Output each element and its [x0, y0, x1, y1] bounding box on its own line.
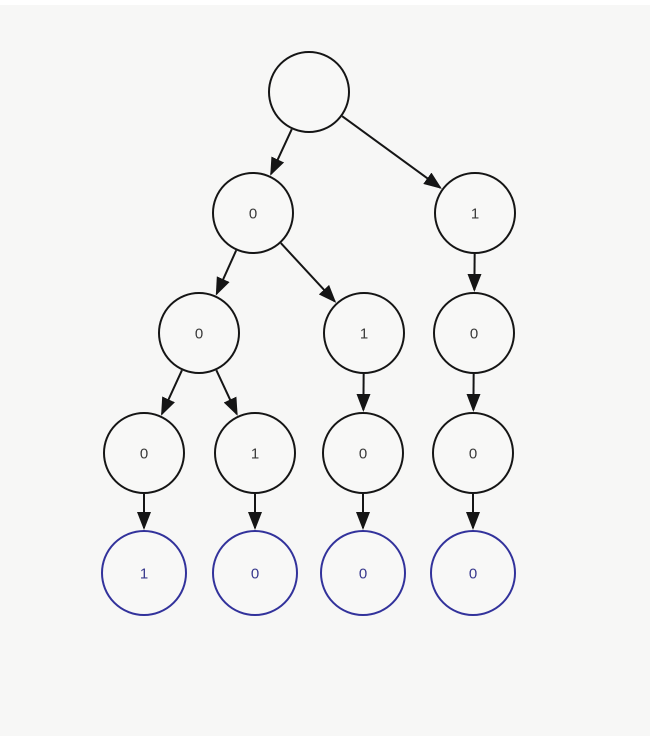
tree-node-root: [268, 51, 350, 133]
tree-node-n00: 0: [158, 292, 240, 374]
tree-node-n001: 1: [214, 412, 296, 494]
node-circle: [212, 172, 294, 254]
node-circle: [434, 172, 516, 254]
node-label: 0: [470, 325, 478, 342]
nodes-layer: 0 1 0 1 0 0 1 0 0 1 0 0 0: [101, 51, 516, 616]
node-label: 1: [471, 205, 479, 222]
node-label: 1: [360, 325, 368, 342]
node-circle: [158, 292, 240, 374]
node-label: 0: [359, 565, 367, 582]
tree-node-n010: 0: [322, 412, 404, 494]
leaf-node-circle: [430, 530, 516, 616]
tree-edge-root-n0: [270, 128, 293, 176]
tree-node-leaf3: 0: [320, 530, 406, 616]
node-circle: [322, 412, 404, 494]
node-circle: [432, 412, 514, 494]
node-label: 0: [195, 325, 203, 342]
tree-node-n0: 0: [212, 172, 294, 254]
node-label: 0: [469, 565, 477, 582]
tree-edge-n00-n001: [215, 369, 238, 416]
tree-node-n1: 1: [434, 172, 516, 254]
tree-node-n100: 0: [432, 412, 514, 494]
tree-edge-root-n1: [341, 115, 442, 189]
leaf-node-circle: [320, 530, 406, 616]
tree-node-n01: 1: [323, 292, 405, 374]
node-label: 0: [359, 445, 367, 462]
node-label: 1: [140, 565, 148, 582]
node-circle: [103, 412, 185, 494]
leaf-node-circle: [101, 530, 187, 616]
tree-node-leaf2: 0: [212, 530, 298, 616]
node-label: 0: [251, 565, 259, 582]
tree-node-n10: 0: [433, 292, 515, 374]
tree-edge-n00-n000: [161, 369, 183, 416]
edges-layer: [137, 115, 482, 530]
node-circle: [433, 292, 515, 374]
node-circle: [268, 51, 350, 133]
tree-node-n000: 0: [103, 412, 185, 494]
leaf-node-circle: [212, 530, 298, 616]
node-circle: [323, 292, 405, 374]
tree-edge-n0-n00: [215, 249, 238, 296]
node-label: 0: [140, 445, 148, 462]
node-circle: [214, 412, 296, 494]
node-label: 0: [469, 445, 477, 462]
tree-edge-n0-n01: [280, 242, 337, 303]
tree-node-leaf4: 0: [430, 530, 516, 616]
node-label: 0: [249, 205, 257, 222]
tree-node-leaf1: 1: [101, 530, 187, 616]
node-label: 1: [251, 445, 259, 462]
